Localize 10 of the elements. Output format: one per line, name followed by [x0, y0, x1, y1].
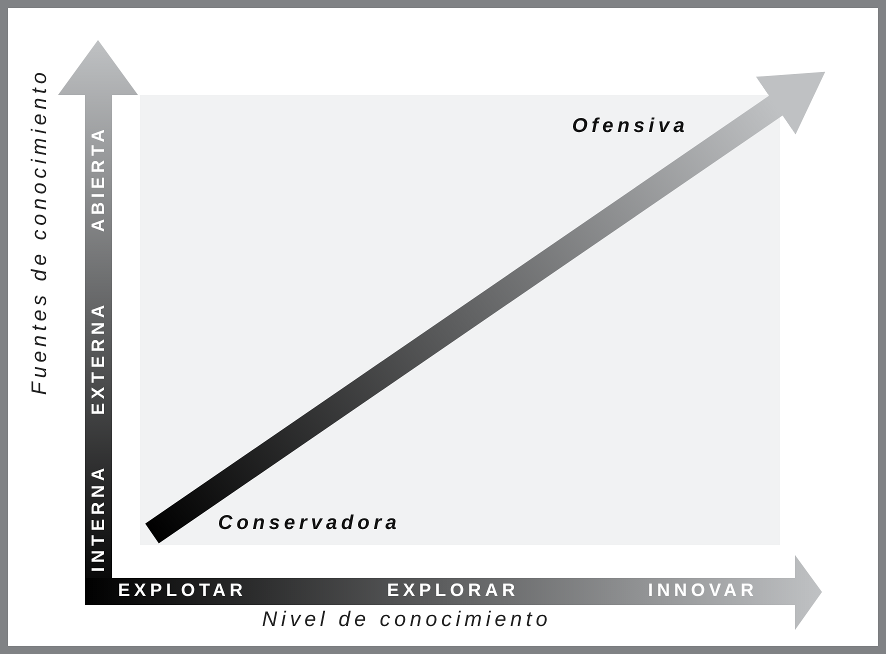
axis-label: EXPLOTAR	[118, 580, 247, 601]
axis-label: INNOVAR	[648, 580, 758, 601]
axis-label: INTERNA	[88, 464, 109, 572]
axis-title: Nivel de conocimiento	[262, 608, 552, 632]
axis-label: EXPLORAR	[387, 580, 520, 601]
axis-label: EXTERNA	[88, 300, 109, 415]
strategy-label: Ofensiva	[572, 115, 688, 138]
strategy-label: Conservadora	[218, 512, 400, 535]
axis-label: ABIERTA	[88, 125, 109, 232]
axis-title: Fuentes de conocimiento	[28, 68, 52, 395]
